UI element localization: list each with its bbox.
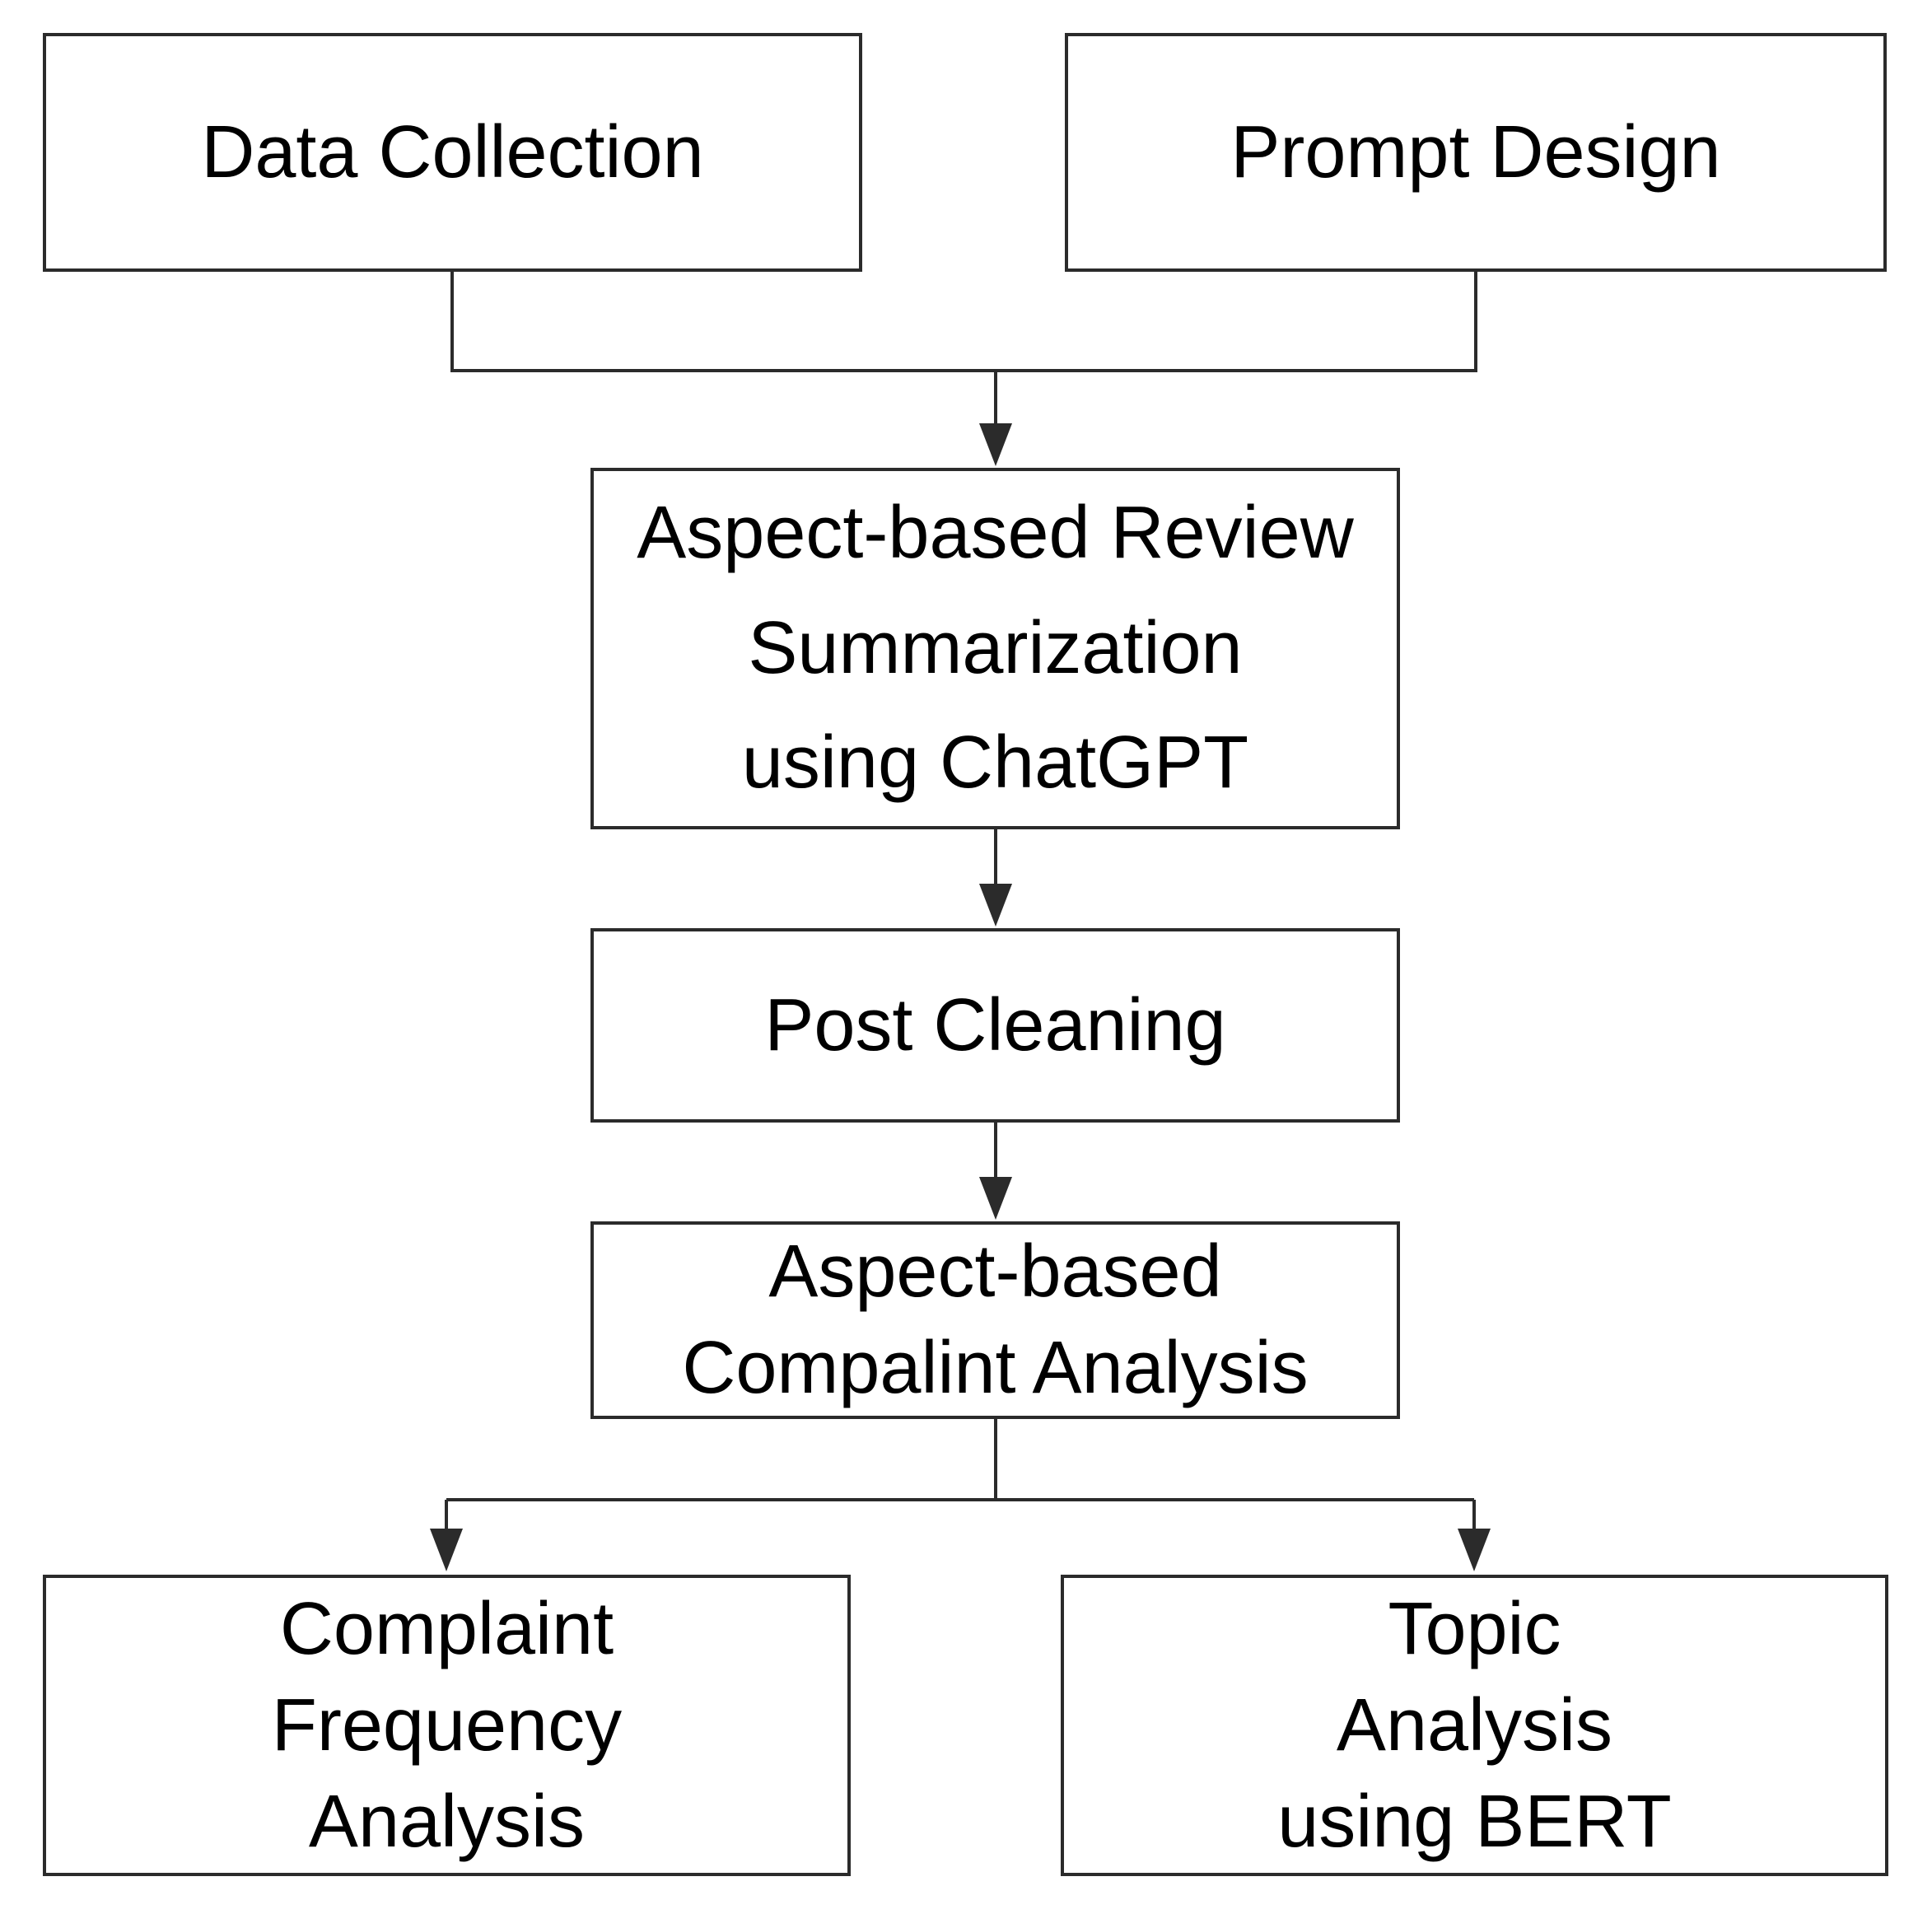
node-data-collection: Data Collection xyxy=(43,33,862,272)
arrowhead-icon xyxy=(979,1177,1012,1220)
node-prompt-design: Prompt Design xyxy=(1065,33,1887,272)
arrowhead-icon xyxy=(1458,1529,1491,1571)
node-aspect-based-review-summarization: Aspect-based Review Summarization using … xyxy=(590,468,1400,829)
node-label: Topic Analysis using BERT xyxy=(1277,1587,1672,1863)
node-label: Post Cleaning xyxy=(764,983,1226,1067)
node-topic-analysis-bert: Topic Analysis using BERT xyxy=(1061,1575,1888,1876)
node-complaint-frequency-analysis: Complaint Frequency Analysis xyxy=(43,1575,851,1876)
node-label: Aspect-based Compalint Analysis xyxy=(682,1230,1309,1409)
node-post-cleaning: Post Cleaning xyxy=(590,928,1400,1123)
node-label: Prompt Design xyxy=(1230,110,1721,194)
node-aspect-based-complaint-analysis: Aspect-based Compalint Analysis xyxy=(590,1221,1400,1419)
node-label: Complaint Frequency Analysis xyxy=(271,1587,623,1863)
arrowhead-icon xyxy=(979,423,1012,466)
arrowhead-icon xyxy=(430,1529,463,1571)
merge-connector-line xyxy=(450,272,1477,372)
node-label: Data Collection xyxy=(201,110,704,194)
split-connector-line xyxy=(446,1419,1474,1501)
arrowhead-icon xyxy=(979,884,1012,927)
node-label: Aspect-based Review Summarization using … xyxy=(637,492,1354,805)
